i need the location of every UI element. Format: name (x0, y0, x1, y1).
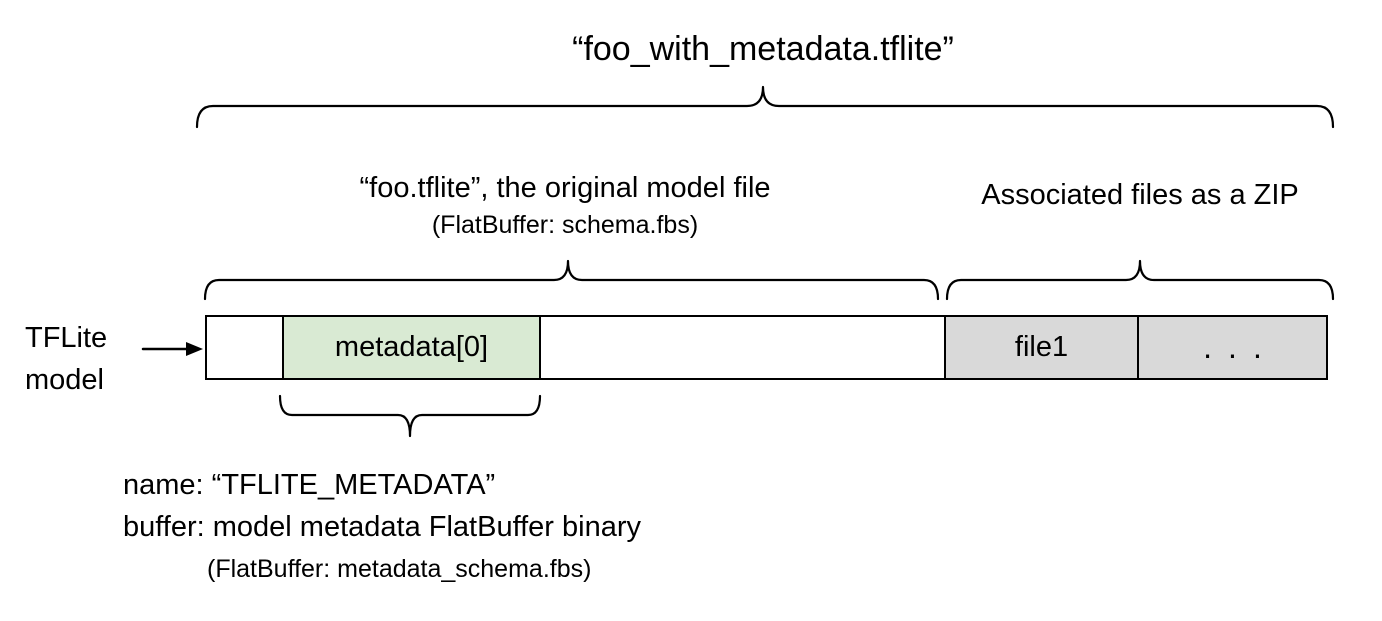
tflite-model-label-line2: model (25, 364, 104, 396)
segment-metadata: metadata[0] (282, 317, 539, 378)
metadata-schema-note: (FlatBuffer: metadata_schema.fbs) (207, 555, 592, 583)
tflite-model-label: TFLite model (25, 317, 107, 401)
metadata-brace (278, 394, 542, 438)
original-model-label: “foo.tflite”, the original model file (F… (359, 170, 770, 244)
arrow-icon (141, 342, 203, 356)
file-title: “foo_with_metadata.tflite” (572, 30, 954, 68)
zip-brace (945, 259, 1335, 301)
segment-more-files: ... (1137, 317, 1326, 378)
segment-metadata-label: metadata[0] (334, 331, 489, 363)
segment-more-files-label: ... (1203, 329, 1278, 365)
segment-header (207, 317, 282, 378)
top-brace (195, 85, 1335, 129)
metadata-details: name: “TFLITE_METADATA” buffer: model me… (123, 464, 641, 590)
model-layout-bar: metadata[0] file1 ... (205, 315, 1328, 380)
metadata-buffer-line: buffer: model metadata FlatBuffer binary (123, 511, 641, 543)
segment-file1: file1 (944, 317, 1137, 378)
original-model-label-line1: “foo.tflite”, the original model file (359, 172, 771, 204)
model-file-brace (203, 259, 940, 301)
associated-files-label: Associated files as a ZIP (981, 179, 1299, 211)
tflite-model-label-line1: TFLite (25, 322, 108, 354)
segment-model-body (539, 317, 944, 378)
segment-file1-label: file1 (1014, 331, 1069, 363)
schema-note: (FlatBuffer: schema.fbs) (431, 211, 699, 239)
metadata-name-line: name: “TFLITE_METADATA” (123, 469, 496, 501)
